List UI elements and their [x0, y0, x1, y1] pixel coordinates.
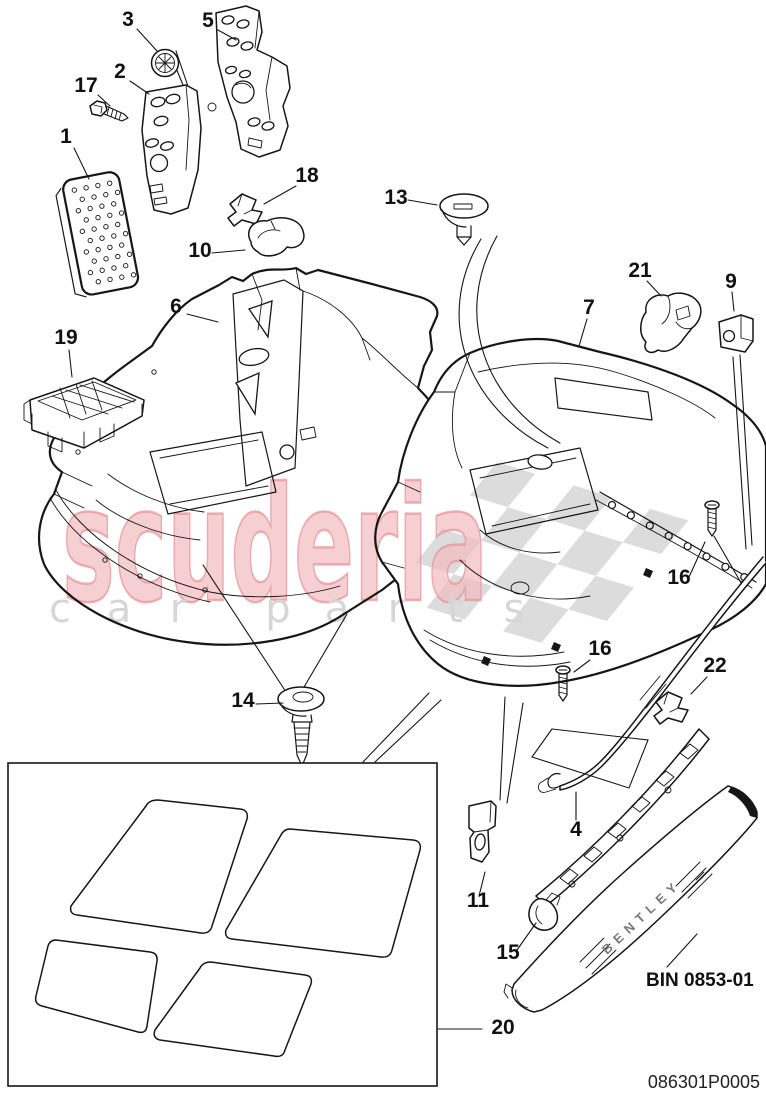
watermark-title: scuderia [62, 454, 488, 638]
part-15-tread-strip [528, 728, 710, 931]
svg-text:r: r [388, 586, 405, 632]
callout-leader-9 [731, 291, 735, 312]
part-13-push-pin [439, 193, 489, 246]
part-17-bolt [89, 100, 129, 122]
callout-label-4: 4 [570, 818, 582, 841]
part-2-trim-panel [141, 84, 202, 215]
part-16-screw-a [704, 500, 720, 537]
callout-label-2: 2 [114, 60, 126, 83]
checkered-flag-watermark [415, 462, 689, 643]
callout-label-22: 22 [703, 654, 726, 677]
drawing-number: 086301P0005 [648, 1072, 760, 1092]
callout-label-9: 9 [725, 270, 737, 293]
svg-text:a: a [107, 586, 132, 632]
callout-leader-13 [407, 199, 438, 206]
callout-leader-6 [186, 313, 219, 323]
part-9-clip [718, 314, 754, 353]
part-11-clip [468, 800, 497, 863]
callout-leader-2 [129, 80, 150, 95]
callout-label-6: 6 [170, 295, 182, 318]
svg-text:r: r [170, 586, 187, 632]
callout-label-3: 3 [122, 8, 134, 31]
part-20-floor-mat-set [7, 762, 438, 1087]
callout-label-10: 10 [188, 239, 211, 262]
part-1-footrest-pad [55, 171, 140, 298]
part-14-push-pin [277, 686, 325, 767]
part-21-bracket [640, 292, 702, 354]
part-22-clip [653, 691, 689, 725]
svg-text:c: c [49, 586, 71, 632]
callout-leader-21 [646, 280, 662, 297]
callout-label-13: 13 [384, 186, 407, 209]
part-16-screw-b [555, 665, 571, 702]
callout-label-21: 21 [628, 259, 652, 282]
callout-label-16: 16 [588, 637, 611, 660]
callout-leader-1 [73, 147, 90, 180]
callout-label-1: 1 [60, 125, 72, 148]
callout-label-20: 20 [491, 1016, 514, 1039]
callout-label-19: 19 [54, 326, 77, 349]
relation-lines [170, 50, 753, 968]
part-4-sill-strip [531, 556, 766, 793]
callout-leader-16 [688, 541, 706, 578]
part-18-clip [227, 193, 263, 227]
svg-text:a: a [325, 586, 350, 632]
bin-label: BIN 0853-01 [646, 970, 754, 991]
callout-leader-10 [211, 249, 246, 254]
part-3-grommet [150, 48, 180, 78]
part-10-pad [247, 217, 305, 257]
svg-text:p: p [265, 586, 290, 632]
svg-text:s: s [504, 586, 525, 632]
callout-label-15: 15 [496, 941, 520, 964]
callout-leader-18 [263, 185, 297, 205]
part-5-trim-panel [215, 5, 291, 158]
part-6-front-carpet [37, 266, 468, 646]
callout-label-5: 5 [202, 9, 214, 32]
svg-text:t: t [447, 586, 463, 632]
callout-leader-11 [478, 871, 486, 897]
callout-label-11: 11 [467, 889, 490, 912]
callout-leader-16 [573, 659, 591, 673]
callout-label-16: 16 [667, 566, 690, 589]
callout-leader-7 [578, 318, 588, 347]
callout-label-18: 18 [295, 164, 319, 187]
callout-label-7: 7 [583, 296, 595, 319]
callout-leader-19 [68, 349, 73, 378]
callout-label-17: 17 [74, 74, 97, 97]
callout-leader-22 [690, 676, 708, 695]
callout-label-14: 14 [231, 689, 255, 712]
callout-leader-5 [217, 29, 237, 41]
part-19-tray [23, 377, 145, 453]
callout-leader-15 [516, 922, 537, 951]
callout-leader-17 [97, 94, 111, 107]
callout-leader-3 [136, 28, 158, 52]
callout-leader-14 [255, 702, 284, 705]
